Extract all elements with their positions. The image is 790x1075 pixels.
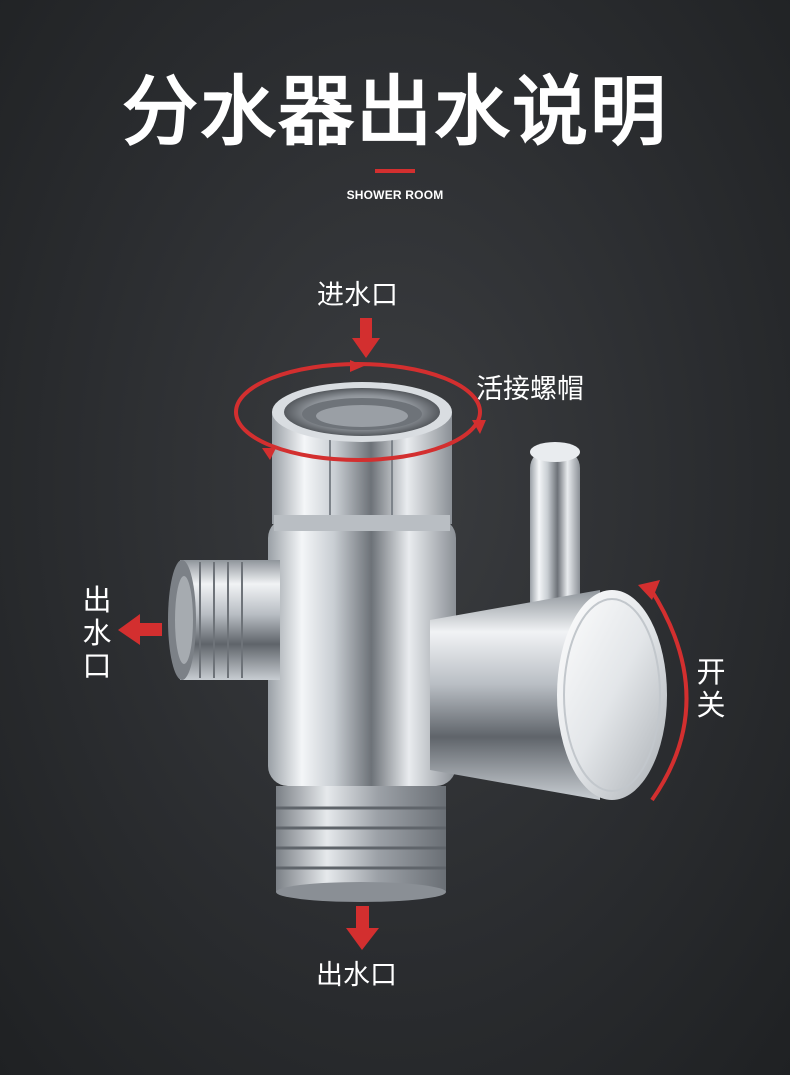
bottom-outlet-thread <box>276 786 446 902</box>
switch-lever <box>530 442 580 620</box>
curved-arrow-icon <box>638 580 689 802</box>
rotate-icon <box>234 360 486 462</box>
switch-cylinder <box>430 590 667 800</box>
union-nut-label: 活接螺帽 <box>476 374 584 405</box>
left-outlet-thread <box>168 560 280 680</box>
left-outlet-arrow-icon <box>118 614 162 645</box>
switch-label: 开关 <box>696 655 726 722</box>
left-outlet-label: 出水口 <box>82 583 112 683</box>
bottom-outlet-label: 出水口 <box>316 960 397 991</box>
union-nut <box>272 382 452 524</box>
valve-body <box>268 515 456 786</box>
page-subtitle: SHOWER ROOM <box>346 188 444 202</box>
bottom-outlet-arrow-icon <box>346 906 379 950</box>
page-title: 分水器出水说明 <box>122 67 668 156</box>
inlet-arrow-icon <box>352 318 380 358</box>
title-accent-bar <box>375 169 415 173</box>
inlet-label: 进水口 <box>317 280 398 311</box>
